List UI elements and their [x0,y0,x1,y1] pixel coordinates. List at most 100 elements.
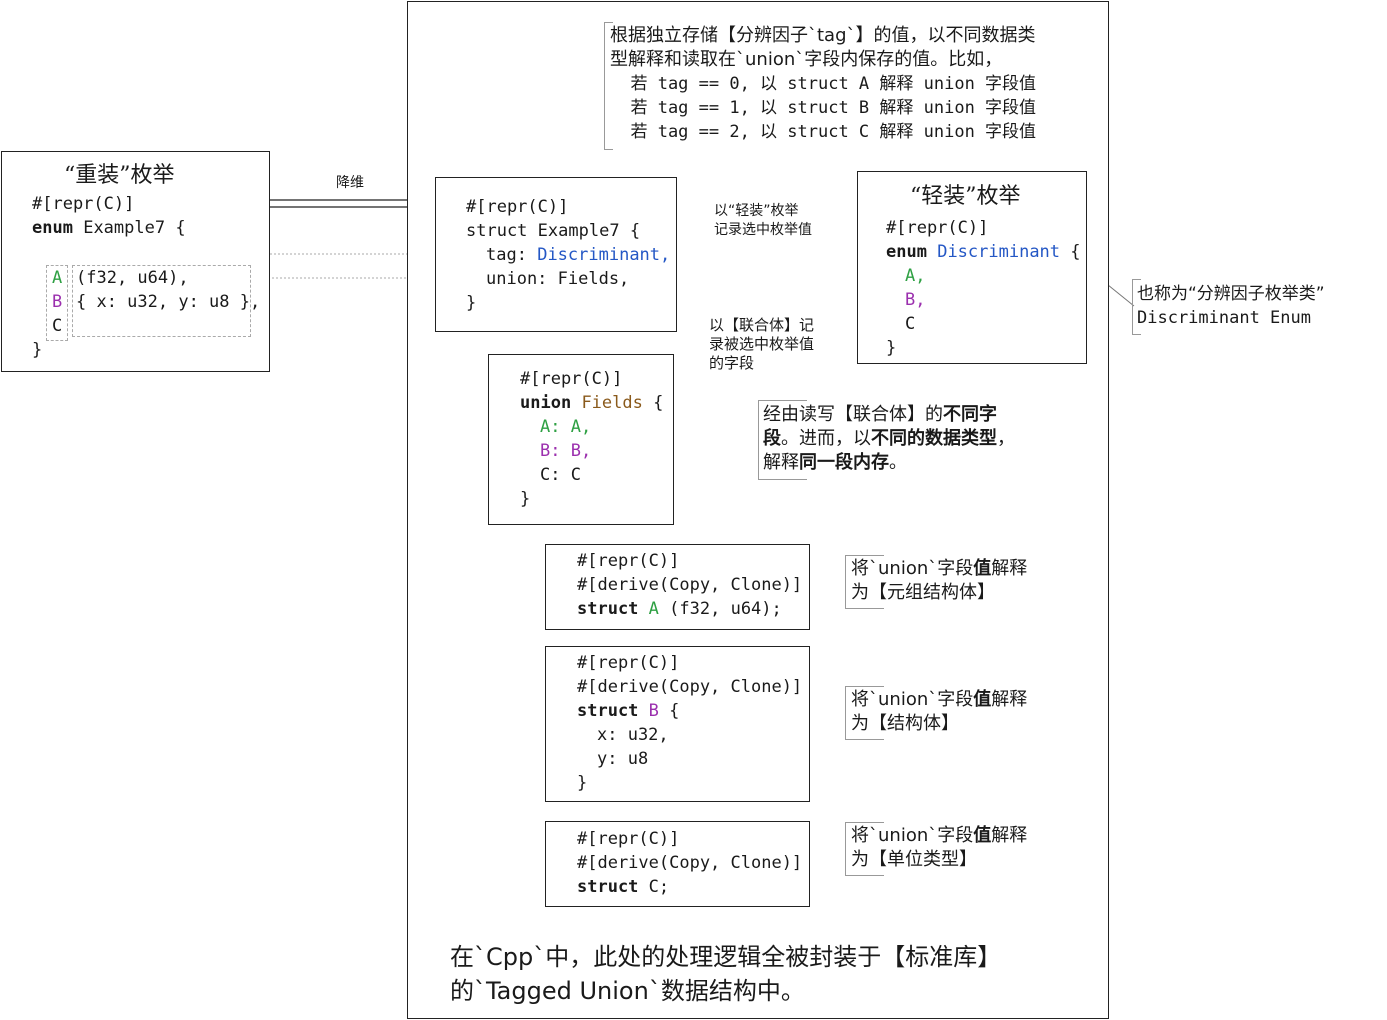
rw-note-bracket [758,400,807,480]
struct-b-field-y: y: u8 [597,749,649,769]
light-enum-attr: #[repr(C)] [886,218,989,238]
struct-a-note-line1: 将`union`字段值解释 [851,557,1027,581]
brace: { [653,393,664,413]
rw-text: 。 [889,452,907,473]
note-text: 将`union`字段 [851,558,974,579]
field-val: C [570,465,581,485]
alias-note-line2: Discriminant Enum [1137,308,1311,328]
kw-enum: enum [886,242,927,262]
union-attr: #[repr(C)] [520,369,623,389]
rw-note: 经由读写【联合体】的不同字 段。进而，以不同的数据类型， 解释同一段内存。 [763,403,1015,475]
struct-c-decl: struct C; [577,875,669,899]
note-text: 将`union`字段 [851,689,974,710]
top-note-line3: 若 tag == 0, 以 struct A 解释 union 字段值 [610,74,1037,94]
variant-a-label: A [52,268,63,288]
struct-b-attr: #[repr(C)] [577,653,680,673]
light-note-line2: 记录选中枚举值 [714,222,812,238]
note-text: 解释 [991,689,1028,710]
light-enum-note: 以“轻装”枚举 记录选中枚举值 [714,202,812,240]
union-note-line2: 录被选中枚举值 [709,335,815,353]
struct-b-field-x: x: u32, [597,725,669,745]
rw-text: 解释 [763,452,799,473]
struct-name: Example7 [537,221,620,241]
union-close: } [520,489,531,509]
variant-a-payload: (f32, u64), [76,268,189,288]
heavy-enum-box: “重装”枚举 #[repr(C)] enum Example7 { A B C … [1,151,270,372]
struct-a-rest: (f32, u64); [669,599,782,619]
struct-c-note-line2: 为【单位类型】 [851,849,977,870]
alias-note-line1: 也称为“分辨因子枚举类” [1137,284,1325,304]
heavy-enum-title: “重装”枚举 [64,163,175,188]
union-note-line1: 以【联合体】记 [709,316,815,334]
variant-payload-box [72,265,251,337]
brace: { [669,701,680,721]
top-note-line1: 根据独立存储【分辨因子`tag`】的值，以不同数据类 [610,25,1036,46]
top-note-line4: 若 tag == 1, 以 struct B 解释 union 字段值 [610,98,1037,118]
heavy-enum-name: Example7 [83,218,166,238]
struct-a-note-bracket [845,555,884,609]
kw-union: union [520,393,572,413]
struct-a-box: #[repr(C)] #[derive(Copy, Clone)] struct… [545,544,810,630]
rw-text: ， [997,428,1015,449]
kw-struct: struct [466,221,528,241]
note-bold: 值 [973,689,992,710]
struct-c-note-bracket [845,822,884,876]
struct-attr: #[repr(C)] [466,197,569,217]
heavy-enum-close: } [32,340,43,360]
struct-b-decl: struct B { [577,699,679,723]
struct-a-note: 将`union`字段值解释 为【元组结构体】 [851,557,1027,605]
kw-struct: struct [577,701,639,721]
light-variant-a: A, [905,266,926,286]
struct-b-note-line2: 为【结构体】 [851,713,959,734]
kw-struct: struct [577,877,639,897]
variant-c-label: C [52,316,63,336]
struct-b-note: 将`union`字段值解释 为【结构体】 [851,688,1027,736]
field-val: B, [570,441,592,461]
alias-note: 也称为“分辨因子枚举类” Discriminant Enum [1137,282,1325,330]
tag-field: tag: Discriminant, [486,243,670,267]
kw-enum: enum [32,218,73,238]
struct-decl: struct Example7 { [466,219,640,243]
variant-label-box [46,265,68,341]
struct-b-box: #[repr(C)] #[derive(Copy, Clone)] struct… [545,646,810,802]
bottom-note-line2: 的`Tagged Union`数据结构中。 [450,977,805,1005]
top-note-bracket [604,22,613,150]
light-variant-c: C [905,314,916,334]
heavy-enum-attr: #[repr(C)] [32,194,135,214]
alias-note-bracket [1132,279,1141,335]
note-text: 解释 [991,825,1028,846]
brace: { [629,221,641,241]
bottom-note: 在`Cpp`中，此处的处理逻辑全被封装于【标准库】 的`Tagged Union… [450,940,1001,1008]
light-enum-name: Discriminant [937,242,1061,262]
light-variant-b: B, [905,290,926,310]
note-text: 将`union`字段 [851,825,974,846]
struct-c-attr: #[repr(C)] [577,829,680,849]
kw-struct: struct [577,599,639,619]
variant-b-label: B [52,292,63,312]
union-field-a: A: A, [540,415,591,439]
note-bold: 值 [973,558,992,579]
field-key: C: [540,465,561,485]
field-val: A, [570,417,592,437]
field-key: A: [540,417,561,437]
rw-note-line3: 解释同一段内存。 [763,451,1015,475]
bottom-note-line1: 在`Cpp`中，此处的处理逻辑全被封装于【标准库】 [450,943,1002,971]
union-note-line3: 的字段 [709,354,755,372]
light-note-line1: 以“轻装”枚举 [714,203,799,219]
struct-b-note-bracket [845,686,884,740]
struct-a-note-line2: 为【元组结构体】 [851,582,995,603]
struct-b-derive: #[derive(Copy, Clone)] [577,677,803,697]
top-note-line2: 型解释和读取在`union`字段内保存的值。比如， [610,49,1003,70]
union-decl: union Fields { [520,391,663,415]
rw-bold: 不同字 [943,404,997,425]
struct-b-note-line1: 将`union`字段值解释 [851,688,1027,712]
struct-example7-box: #[repr(C)] struct Example7 { tag: Discri… [435,177,677,332]
union-name: Fields [581,393,643,413]
brace: { [1070,242,1081,262]
struct-a-name: A [648,599,659,619]
light-enum-title: “轻装”枚举 [910,184,1021,209]
struct-b-name: B [648,701,659,721]
arrow-label: 降维 [336,175,364,191]
heavy-enum-decl: enum Example7 { [32,216,186,240]
struct-c-note: 将`union`字段值解释 为【单位类型】 [851,824,1027,872]
